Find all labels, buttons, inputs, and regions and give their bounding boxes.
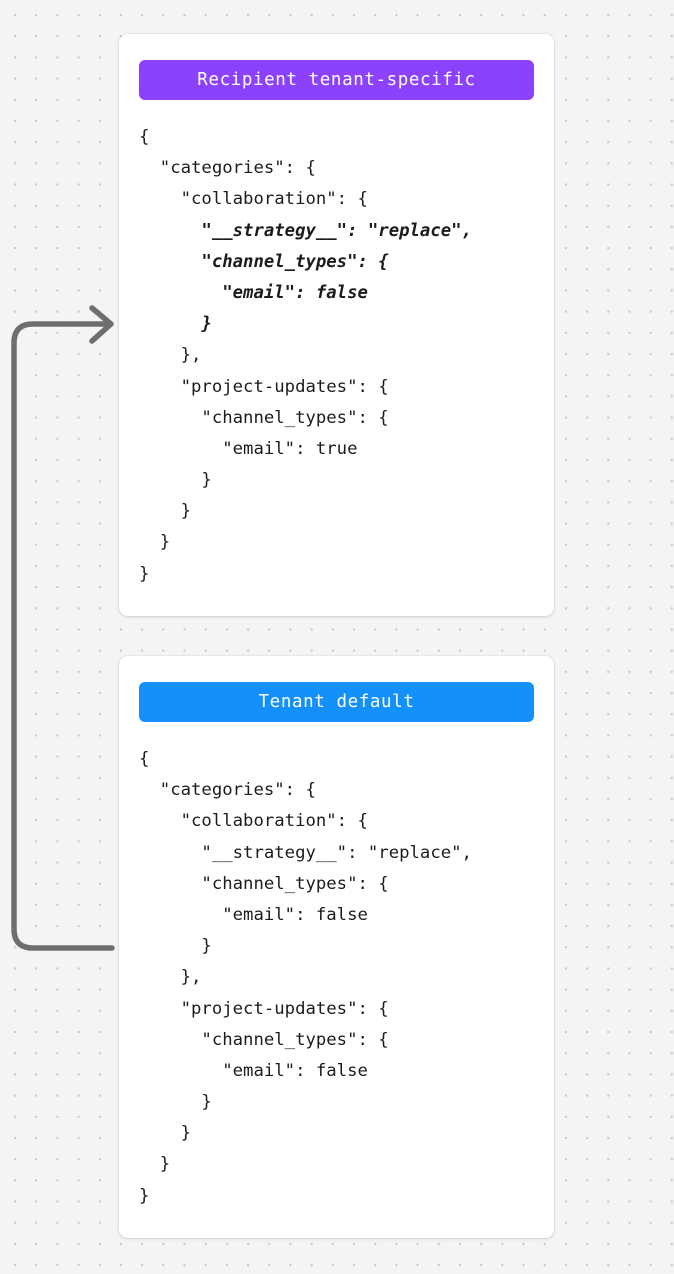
code-line: } (139, 501, 192, 522)
code-line: "email": true (139, 438, 358, 459)
code-line: "email": false (139, 282, 368, 303)
badge-tenant-default: Tenant default (139, 682, 534, 722)
code-line: { (139, 127, 150, 147)
code-line: }, (139, 967, 202, 988)
code-line: "project-updates": { (139, 376, 389, 397)
code-line: "channel_types": { (139, 251, 389, 272)
code-line: "project-updates": { (139, 998, 389, 1019)
override-arrow-line (11, 321, 115, 951)
code-line: } (139, 1092, 212, 1113)
code-line: "email": false (139, 904, 368, 925)
code-line: }, (139, 345, 202, 366)
code-line: } (139, 936, 212, 957)
code-line: } (139, 563, 150, 584)
code-line: "channel_types": { (139, 407, 389, 428)
code-line: "email": false (139, 1060, 368, 1081)
code-line: "collaboration": { (139, 189, 368, 210)
code-line: "collaboration": { (139, 811, 368, 832)
code-block-recipient-tenant-specific: { "categories": { "collaboration": { "__… (139, 122, 534, 590)
card-tenant-default: Tenant default { "categories": { "collab… (119, 656, 554, 1238)
code-line: } (139, 1185, 150, 1206)
card-recipient-tenant-specific: Recipient tenant-specific { "categories"… (119, 34, 554, 616)
code-line: "__strategy__": "replace", (139, 842, 472, 863)
code-line: { (139, 749, 150, 769)
code-line: } (139, 1154, 171, 1175)
code-line: "channel_types": { (139, 873, 389, 894)
code-line: "__strategy__": "replace", (139, 220, 472, 241)
code-line: } (139, 1123, 192, 1144)
code-line: } (139, 470, 212, 491)
code-block-tenant-default: { "categories": { "collaboration": { "__… (139, 744, 534, 1212)
override-arrow-head-icon (89, 305, 114, 344)
code-line: "categories": { (139, 158, 316, 179)
code-line: } (139, 532, 171, 553)
code-line: "categories": { (139, 780, 316, 801)
code-line: "channel_types": { (139, 1029, 389, 1050)
code-line: } (139, 314, 212, 335)
badge-recipient-tenant-specific: Recipient tenant-specific (139, 60, 534, 100)
